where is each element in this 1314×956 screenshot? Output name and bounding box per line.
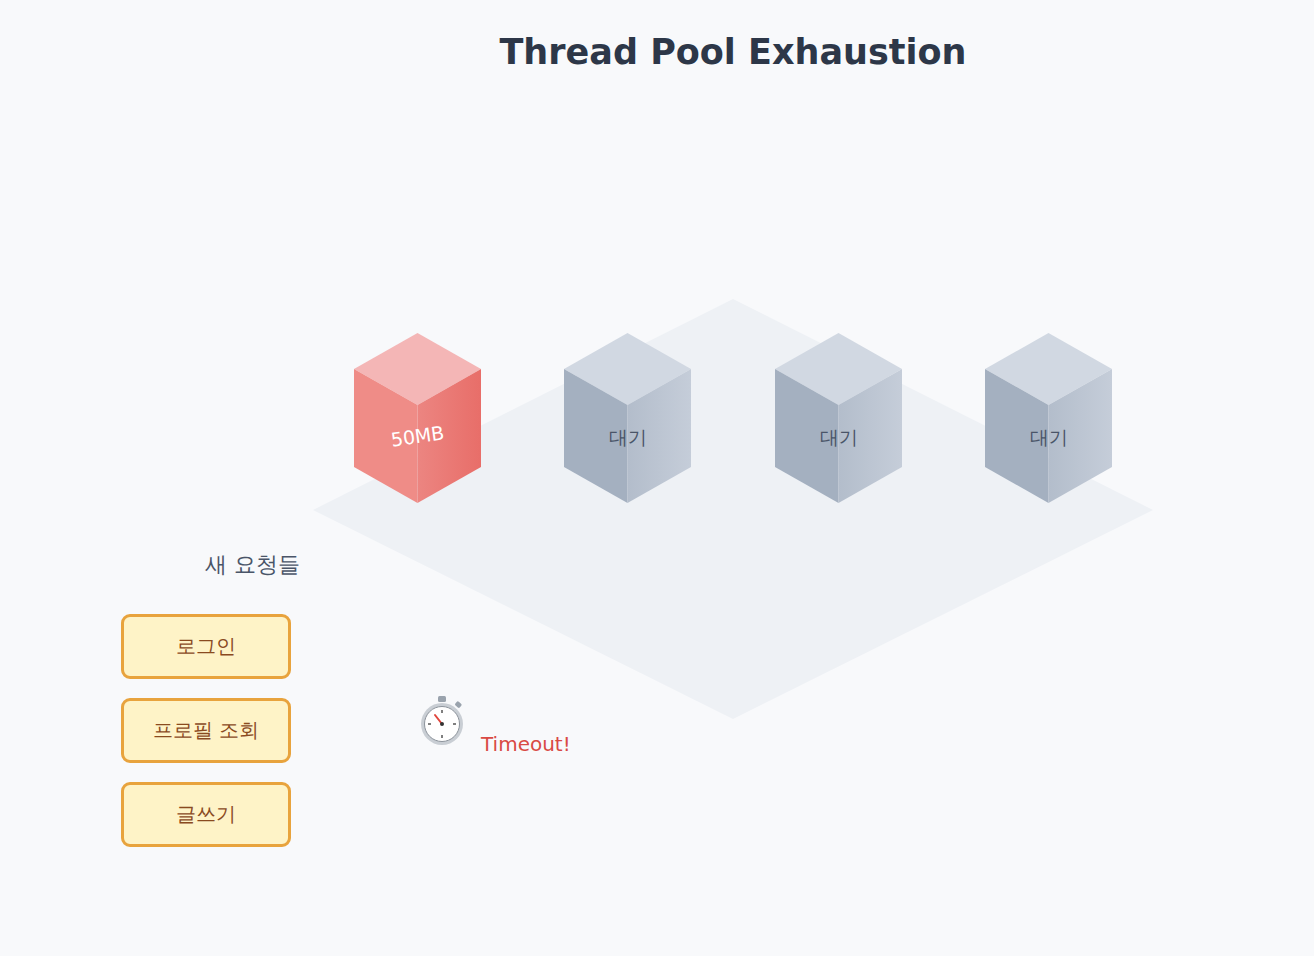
request-label: 글쓰기: [176, 801, 236, 828]
thread-label: 대기: [775, 425, 902, 451]
timeout-label: Timeout!: [481, 732, 571, 756]
stopwatch-icon: [421, 696, 463, 745]
thread-cube: 대기: [985, 333, 1112, 503]
diagram-title: Thread Pool Exhaustion: [499, 32, 966, 72]
cube-shape: [985, 333, 1112, 503]
thread-cube: 대기: [564, 333, 691, 503]
cube-shape: [354, 333, 481, 503]
request-box: 프로필 조회: [121, 698, 291, 763]
queue-label: 새 요청들: [205, 550, 300, 580]
thread-cube: 대기: [775, 333, 902, 503]
request-box: 글쓰기: [121, 782, 291, 847]
request-label: 로그인: [176, 633, 236, 660]
pool-platform: [313, 299, 1153, 719]
thread-cube: 50MB: [354, 333, 481, 503]
thread-label: 대기: [564, 425, 691, 451]
thread-label: 대기: [985, 425, 1112, 451]
request-box: 로그인: [121, 614, 291, 679]
request-label: 프로필 조회: [153, 717, 259, 744]
cube-shape: [775, 333, 902, 503]
cube-shape: [564, 333, 691, 503]
